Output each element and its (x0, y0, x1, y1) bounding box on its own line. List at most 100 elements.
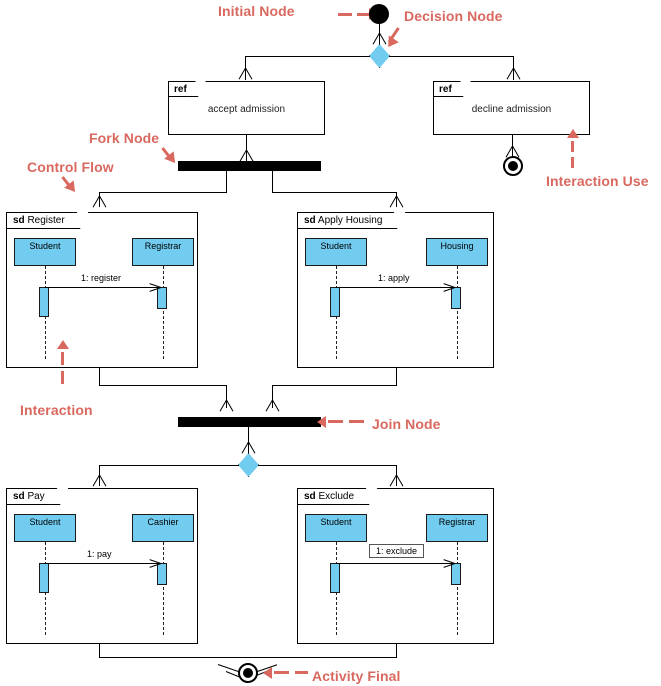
lifeline-student[interactable]: Student (305, 238, 367, 266)
lifeline-dash-cashier (163, 542, 164, 635)
activation-registrar (451, 563, 461, 585)
annotation-interaction-dash2 (61, 371, 64, 384)
lifeline-student[interactable]: Student (305, 514, 367, 542)
annotation-activity-final-dash2 (295, 671, 308, 674)
control-flow-apply-down (396, 368, 397, 386)
control-flow-pay-down (99, 644, 100, 658)
control-flow-decision-bottom-left (99, 465, 239, 466)
control-flow-fork-right (272, 192, 397, 193)
message-line-pay (45, 563, 161, 564)
annotation-interaction-use-dash1 (571, 141, 574, 152)
message-arrowhead-exclude (443, 558, 455, 568)
interaction-frame-pay[interactable]: sd Pay Student Cashier 1: pay (6, 488, 198, 644)
frame-tag-exclude: sd Exclude (298, 489, 370, 505)
annotation-activity-final-arrowhead (263, 667, 272, 679)
control-flow-decision-bottom-right (258, 465, 397, 466)
activation-cashier (157, 563, 167, 585)
annotation-interaction: Interaction (20, 402, 93, 418)
control-flow-register-to-join (99, 385, 227, 386)
activity-final-node-right[interactable] (503, 156, 523, 176)
message-label-exclude: 1: exclude (369, 544, 425, 558)
interaction-frame-register[interactable]: sd Register Student Registrar 1: registe… (6, 212, 198, 368)
annotation-fork-node: Fork Node (89, 130, 160, 146)
annotation-interaction-use: Interaction Use (546, 173, 649, 189)
annotation-initial-node-dash (338, 13, 352, 16)
ref-keyword: ref (434, 82, 463, 97)
arrowhead-to-exclude (389, 475, 403, 486)
lifeline-dash-housing (457, 266, 458, 359)
lifeline-registrar[interactable]: Registrar (426, 514, 488, 542)
decision-node-bottom[interactable] (238, 453, 259, 477)
message-label-pay: 1: pay (87, 549, 112, 559)
arrowhead-to-decision (372, 33, 386, 44)
message-line-apply (336, 287, 455, 288)
control-flow-decision-right (389, 56, 514, 57)
message-label-register: 1: register (81, 273, 122, 283)
control-flow-register-down (99, 368, 100, 386)
annotation-join-node-dash2 (349, 420, 364, 423)
activation-student (330, 287, 340, 317)
activity-final-node-bottom[interactable] (238, 663, 258, 683)
arrowhead-to-pay (92, 475, 106, 486)
arrowhead-to-apply-housing (389, 196, 403, 207)
arrowhead-to-register (92, 196, 106, 207)
frame-keyword: sd (304, 491, 316, 502)
message-line-register (45, 287, 161, 288)
activation-registrar (157, 287, 167, 309)
ref-keyword: ref (169, 82, 198, 97)
frame-name: Apply Housing (317, 215, 383, 226)
lifeline-student[interactable]: Student (14, 514, 76, 542)
message-arrowhead-apply (443, 282, 455, 292)
frame-keyword: sd (13, 215, 25, 226)
frame-keyword: sd (13, 491, 25, 502)
join-node[interactable] (178, 417, 321, 427)
frame-name: Exclude (318, 491, 355, 502)
arrowhead-join-right (265, 400, 279, 411)
frame-tag-register: sd Register (7, 213, 80, 229)
interaction-use-label: decline admission (471, 104, 552, 115)
initial-node[interactable] (369, 4, 389, 24)
interaction-use-decline-admission[interactable]: ref decline admission (433, 81, 590, 135)
lifeline-housing[interactable]: Housing (426, 238, 488, 266)
frame-tag-apply-housing: sd Apply Housing (298, 213, 398, 229)
annotation-activity-final: Activity Final (312, 668, 401, 684)
frame-name: Register (27, 215, 65, 226)
frame-tag-pay: sd Pay (7, 489, 60, 505)
annotation-activity-final-dash1 (274, 671, 289, 674)
interaction-use-label: accept admission (207, 104, 286, 115)
activation-student (39, 563, 49, 593)
annotation-initial-node: Initial Node (218, 3, 295, 19)
lifeline-student[interactable]: Student (14, 238, 76, 266)
message-label-apply: 1: apply (378, 273, 410, 283)
control-flow-exclude-down (396, 644, 397, 658)
lifeline-cashier[interactable]: Cashier (132, 514, 194, 542)
annotation-interaction-arrowhead (57, 340, 69, 349)
control-flow-fork-left (99, 192, 227, 193)
arrowhead-join-left (219, 400, 233, 411)
control-flow-decision-left (245, 56, 370, 57)
message-arrowhead-pay (149, 558, 161, 568)
activation-housing (451, 287, 461, 309)
annotation-join-node-arrowhead (317, 416, 326, 428)
fork-node[interactable] (178, 161, 321, 171)
control-flow-register-join-down (226, 385, 227, 408)
control-flow-fork-left-down (226, 171, 227, 193)
arrowhead-to-accept-admission (238, 68, 252, 79)
interaction-frame-apply-housing[interactable]: sd Apply Housing Student Housing 1: appl… (297, 212, 494, 368)
message-arrowhead-register (149, 282, 161, 292)
arrowhead-to-decline-admission (506, 68, 520, 79)
interaction-use-accept-admission[interactable]: ref accept admission (168, 81, 325, 135)
decision-node-top[interactable] (369, 44, 390, 68)
frame-keyword: sd (304, 215, 316, 226)
annotation-initial-node-dash2 (357, 13, 371, 16)
arrowhead-to-decision-bottom (241, 442, 255, 453)
control-flow-apply-join-down (272, 385, 273, 408)
interaction-frame-exclude[interactable]: sd Exclude Student Registrar 1: exclude (297, 488, 494, 644)
lifeline-registrar[interactable]: Registrar (132, 238, 194, 266)
activation-student (39, 287, 49, 317)
annotation-decision-node: Decision Node (404, 8, 503, 24)
control-flow-apply-to-join (272, 385, 397, 386)
lifeline-dash-registrar (163, 266, 164, 359)
annotation-join-node-dash1 (328, 420, 343, 423)
